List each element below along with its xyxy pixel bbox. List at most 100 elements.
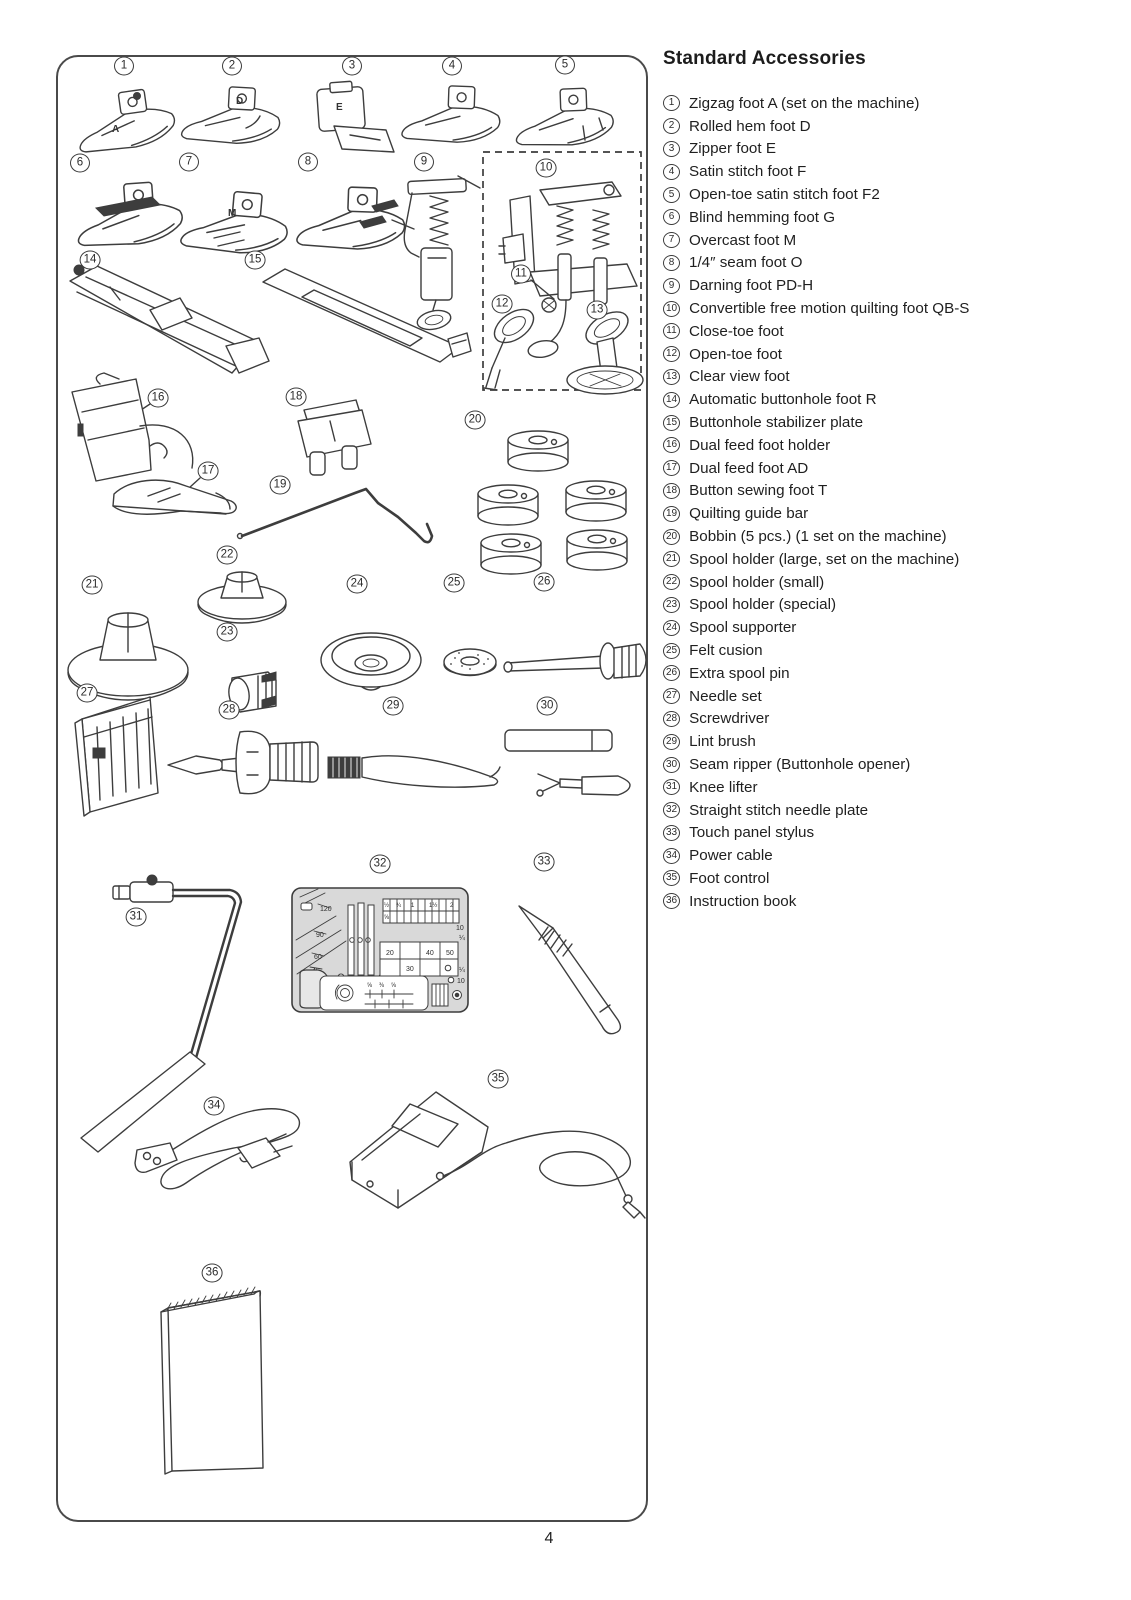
figure-callout-12: 12 [491,294,513,314]
item-number-badge: 8 [663,254,680,271]
figure-callout-11: 11 [511,264,531,284]
accessory-label: Lint brush [689,733,756,751]
accessory-label: Quilting guide bar [689,505,809,523]
figure-callout-18: 18 [285,387,307,407]
accessory-list-item: 20 Bobbin (5 pcs.) (1 set on the machine… [663,525,1131,548]
figure-callout-28: 28 [218,700,240,720]
figure-callout-8: 8 [298,152,318,172]
quilting-guide-bar-drawing [236,487,434,544]
accessory-label: Spool holder (special) [689,596,837,614]
accessory-list-item: 14 Automatic buttonhole foot R [663,388,1131,411]
figure-callout-3: 3 [342,56,362,76]
item-number-badge: 32 [663,802,681,819]
accessories-list: 1 Zigzag foot A (set on the machine) 2 R… [663,92,1131,913]
figure-callout-21: 21 [81,575,103,595]
item-number-badge: 25 [663,642,681,659]
accessory-label: Needle set [689,687,762,705]
item-number-badge: 28 [663,710,681,727]
spool-holder-small-drawing [197,571,287,624]
accessory-label: Convertible free motion quilting foot QB… [689,300,970,318]
accessory-label: Close-toe foot [689,322,784,340]
accessory-list-item: 32 Straight stitch needle plate [663,799,1131,822]
bobbins-drawing [477,430,628,575]
item-number-badge: 9 [663,277,680,294]
accessory-label: Spool holder (large, set on the machine) [689,550,960,568]
extra-spool-pin-drawing [503,642,647,680]
accessory-list-item: 31 Knee lifter [663,776,1131,799]
figure-callout-35: 35 [487,1069,509,1089]
item-number-badge: 13 [663,368,681,385]
item-number-badge: 15 [663,414,681,431]
accessory-list-item: 7 Overcast foot M [663,229,1131,252]
accessory-label: Blind hemming foot G [689,208,836,226]
item-number-badge: 5 [663,186,680,203]
figure-callout-23: 23 [216,622,238,642]
item-number-badge: 19 [663,505,681,522]
figure-callout-32: 32 [369,854,391,874]
accessory-label: Instruction book [689,892,797,910]
figure-callout-10: 10 [535,158,557,178]
item-number-badge: 17 [663,460,681,477]
spool-holder-large-drawing [67,612,189,701]
svg-text:¼: ¼ [459,935,465,942]
svg-text:⅝: ⅝ [367,983,373,989]
automatic-buttonhole-foot-r-drawing [69,264,270,374]
figure-callout-29: 29 [382,696,404,716]
accessory-list-item: 35 Foot control [663,867,1131,890]
zigzag-foot-a-drawing: A [72,84,179,156]
item-number-badge: 10 [663,300,681,317]
accessory-label: Open-toe foot [689,345,783,363]
accessory-label: Zipper foot E [689,140,776,158]
svg-text:⅝: ⅝ [384,915,390,921]
accessory-label: Screwdriver [689,710,770,728]
accessory-list-item: 13 Clear view foot [663,366,1131,389]
svg-text:½: ½ [384,902,389,909]
quarter-inch-seam-foot-o-drawing [295,184,415,252]
svg-text:50: 50 [446,950,454,957]
item-number-badge: 3 [663,140,680,157]
accessory-list-item: 17 Dual feed foot AD [663,457,1131,480]
item-number-badge: 31 [663,779,681,796]
item-number-badge: 11 [663,323,680,340]
figure-callout-25: 25 [443,573,465,593]
accessory-label: Overcast foot M [689,231,797,249]
figure-callout-31: 31 [125,907,147,927]
item-number-badge: 35 [663,870,681,887]
svg-text:⅜: ⅜ [379,983,385,989]
item-number-badge: 30 [663,756,681,773]
accessory-list-item: 34 Power cable [663,844,1131,867]
accessory-list-item: 28 Screwdriver [663,708,1131,731]
svg-text:¼: ¼ [459,967,465,974]
accessory-label: Buttonhole stabilizer plate [689,414,864,432]
accessory-label: Foot control [689,869,770,887]
open-toe-foot-drawing [483,308,535,391]
accessory-list-item: 30 Seam ripper (Buttonhole opener) [663,753,1131,776]
accessory-list-item: 21 Spool holder (large, set on the machi… [663,548,1131,571]
item-number-badge: 7 [663,232,680,249]
accessory-label: Satin stitch foot F [689,163,807,181]
svg-text:40: 40 [426,950,434,957]
svg-text:30: 30 [406,966,414,973]
close-toe-foot-drawing [527,279,567,358]
svg-text:1: 1 [411,903,415,909]
accessory-list-item: 2 Rolled hem foot D [663,115,1131,138]
figure-callout-15: 15 [244,250,266,270]
buttonhole-stabilizer-plate-drawing [262,268,472,363]
rolled-hem-foot-d-drawing: D [180,83,283,147]
svg-text:A: A [112,124,119,135]
accessory-label: Dual feed foot AD [689,459,809,477]
page-number: 4 [544,1530,554,1547]
item-number-badge: 33 [663,824,681,841]
spool-supporter-drawing [320,632,422,691]
svg-text:E: E [336,102,343,113]
figure-callout-34: 34 [203,1096,225,1116]
svg-text:10: 10 [456,925,464,932]
accessory-label: Seam ripper (Buttonhole opener) [689,756,911,773]
button-sewing-foot-t-drawing [297,399,372,476]
dashed-group-box [482,151,642,391]
accessory-list-item: 5 Open-toe satin stitch foot F2 [663,183,1131,206]
item-number-badge: 1 [663,95,680,112]
power-cable-drawing [134,1108,301,1190]
accessory-list-item: 19 Quilting guide bar [663,502,1131,525]
item-number-badge: 4 [663,163,680,180]
